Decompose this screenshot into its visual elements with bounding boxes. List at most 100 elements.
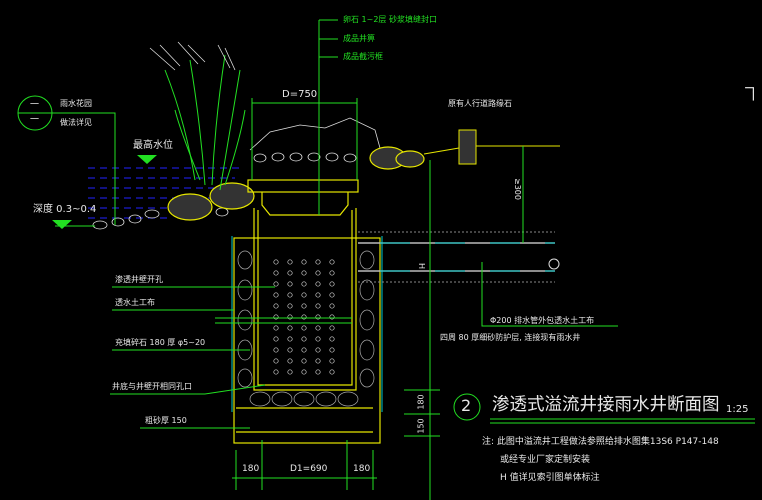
perforation-hole (273, 336, 279, 342)
perforation-hole (329, 336, 335, 342)
perforation-hole (329, 314, 335, 320)
callout-sand: 粗砂厚 150 (145, 416, 187, 425)
dim-min-300: ≥300 (512, 178, 522, 200)
perforation-hole (329, 270, 335, 276)
perforation-hole (329, 358, 335, 364)
drain-pipe (358, 231, 560, 283)
perforation-hole (273, 292, 279, 298)
detail-symbol-bottom: 一 (30, 115, 40, 125)
note-line-3: H 值详见索引图单体标注 (500, 473, 600, 483)
detail-symbol-top: 一 (30, 100, 40, 110)
perforation-hole (329, 325, 335, 331)
callout-filter-basket: 成品截污框 (343, 52, 383, 61)
callout-bottom-holes: 井底与井壁开相同孔口 (112, 382, 192, 391)
road-curb (458, 129, 477, 165)
perforation-hole (315, 314, 321, 320)
perforation-hole (287, 369, 293, 375)
perforation-hole (315, 347, 321, 353)
perforation-hole (315, 325, 321, 331)
cyan-geotextile (231, 236, 383, 412)
perforation-hole (301, 358, 307, 364)
detail-ref-circle (17, 95, 53, 131)
perforation-hole (273, 281, 279, 287)
perforation-hole (315, 259, 321, 265)
perforation-hole (287, 347, 293, 353)
perforation-hole (315, 281, 321, 287)
perforation-hole (287, 314, 293, 320)
perforation-hole (329, 369, 335, 375)
title-number: 2 (461, 396, 472, 415)
section-scale: 1:25 (726, 404, 749, 415)
perforation-hole (329, 347, 335, 353)
perforation-hole (273, 325, 279, 331)
note-line-1: 注: 此图中溢流井工程做法参照给排水图集13S6 P147-148 (482, 437, 719, 447)
perforation-hole (287, 358, 293, 364)
callout-perforation: 渗透井壁开孔 (115, 275, 163, 284)
perforation-hole (273, 358, 279, 364)
grass-plumes (149, 41, 236, 71)
perforation-hole (315, 336, 321, 342)
pipe-label: Φ200 排水管外包透水土工布 (490, 316, 595, 325)
callout-grate: 成品井箅 (343, 34, 375, 43)
perforation-hole (273, 314, 279, 320)
perforation-hole (315, 303, 321, 309)
perforation-hole (301, 325, 307, 331)
callout-pebbles: 卵石 1~2层 砂浆填缝封口 (343, 15, 437, 24)
dim-bottom-right: 180 (353, 464, 371, 474)
detail-ref-note: 做法详见 (60, 118, 92, 127)
pipe-h-label: H (417, 262, 427, 270)
perforation-hole (301, 336, 307, 342)
perforation-hole (301, 270, 307, 276)
perforation-hole (315, 369, 321, 375)
perforation-hole (329, 281, 335, 287)
perforation-hole (273, 347, 279, 353)
perforation-hole (287, 270, 293, 276)
perforation-hole (301, 303, 307, 309)
title-number-circle (453, 393, 481, 421)
depth-marker (52, 220, 72, 229)
max-water-level-label: 最高水位 (133, 140, 173, 151)
perforation-hole (315, 292, 321, 298)
well-structure (233, 179, 381, 444)
perforation-hole (329, 303, 335, 309)
leader-lines (18, 19, 755, 500)
perforation-hole (301, 259, 307, 265)
perforation-hole (301, 314, 307, 320)
perforation-holes (273, 259, 335, 375)
note-line-2: 或经专业厂家定制安装 (500, 455, 591, 465)
perforation-hole (273, 303, 279, 309)
ornamental-grass (164, 54, 246, 191)
perforation-hole (287, 325, 293, 331)
perforation-hole (329, 259, 335, 265)
perforation-hole (273, 270, 279, 276)
perforation-hole (301, 347, 307, 353)
perforation-hole (287, 259, 293, 265)
pipe-surround-label: 四周 80 厚细砂防护层, 连接现有雨水井 (440, 333, 581, 342)
perforation-hole (287, 292, 293, 298)
boulders (167, 146, 425, 221)
right-edge-fragment: ┌─ (744, 83, 761, 101)
perforation-hole (287, 281, 293, 287)
perforation-hole (301, 292, 307, 298)
dim-d1: D1=690 (290, 464, 328, 474)
perforation-hole (315, 270, 321, 276)
gravel-fill (237, 250, 375, 407)
perforation-hole (301, 281, 307, 287)
perforation-hole (287, 336, 293, 342)
perforation-hole (273, 259, 279, 265)
section-title: 渗透式溢流井接雨水井断面图 (492, 395, 720, 415)
water-level-marker (137, 155, 157, 164)
perforation-hole (315, 358, 321, 364)
curb-label: 原有人行道路缘石 (448, 99, 512, 108)
perforation-hole (287, 303, 293, 309)
callout-geotextile: 透水土工布 (115, 298, 155, 307)
detail-ref-title: 雨水花园 (60, 99, 92, 108)
perforation-hole (273, 369, 279, 375)
dim-right-150: 150 (416, 418, 426, 434)
pebbles (92, 117, 381, 230)
perforation-hole (301, 369, 307, 375)
dim-bottom-left: 180 (242, 464, 260, 474)
perforation-hole (329, 292, 335, 298)
